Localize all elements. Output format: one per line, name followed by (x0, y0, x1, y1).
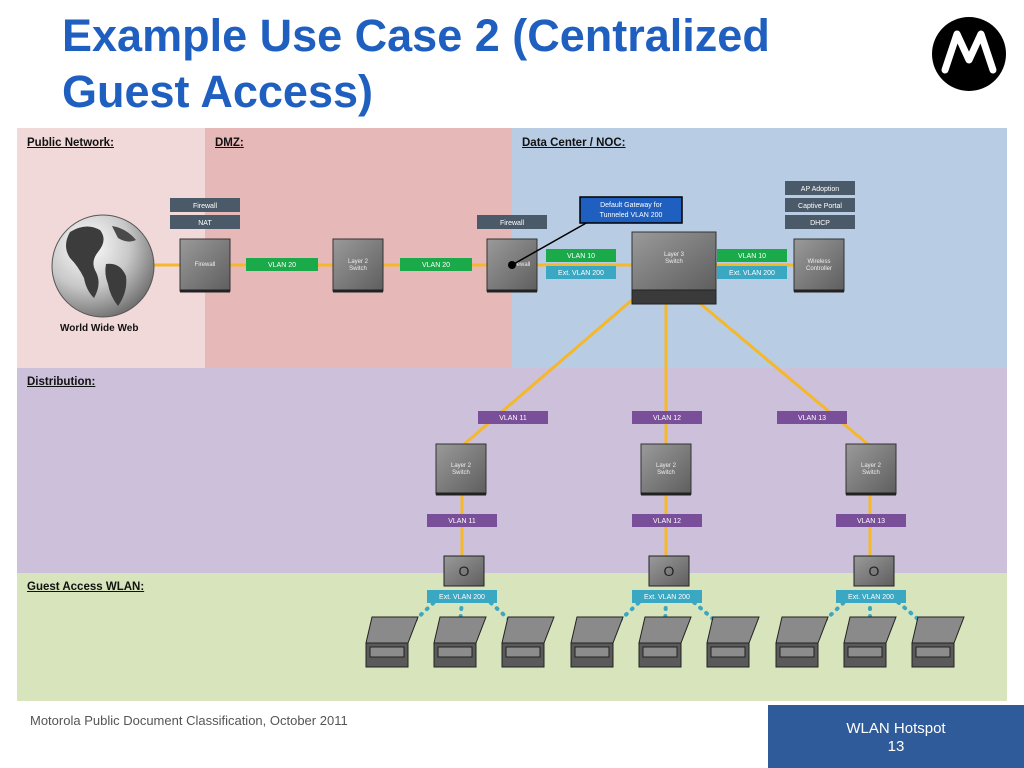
laptop-icon (706, 616, 760, 668)
page-title: Example Use Case 2 (Centralized Guest Ac… (62, 10, 770, 117)
ext-vlan200-a-label: Ext. VLAN 200 (558, 270, 604, 277)
access-point-1-icon (443, 555, 485, 587)
access-point-1-glyph: O (459, 563, 470, 579)
vlan20-a-label: VLAN 20 (268, 262, 296, 269)
vlan10-a-label: VLAN 10 (567, 253, 595, 260)
laptop-icon (843, 616, 897, 668)
footer-section-box: WLAN Hotspot 13 (768, 705, 1024, 768)
vlan13-bottom-label: VLAN 13 (857, 518, 885, 525)
ext-vlan200-ap3-label: Ext. VLAN 200 (848, 594, 894, 601)
public-network-label: Public Network: (27, 137, 114, 149)
laptop-icon (775, 616, 829, 668)
dist-switch-3-icon (845, 443, 897, 496)
globe-caption: World Wide Web (60, 323, 139, 334)
motorola-logo (932, 17, 1006, 91)
firewall-device-icon (179, 238, 231, 293)
dist-switch-2-icon (640, 443, 692, 496)
page-number: 13 (887, 738, 905, 755)
vlan11-bottom-label: VLAN 11 (448, 518, 476, 525)
ext-vlan200-ap2-label: Ext. VLAN 200 (644, 594, 690, 601)
laptop-icon (570, 616, 624, 668)
firewall-device-label: Firewall (195, 262, 216, 268)
laptop-icon (433, 616, 487, 668)
access-point-2-glyph: O (664, 563, 675, 579)
laptop-icon (911, 616, 965, 668)
laptop-icon (501, 616, 555, 668)
ext-vlan200-ap1-label: Ext. VLAN 200 (439, 594, 485, 601)
access-point-2-icon (648, 555, 690, 587)
ap-adoption-badge: AP Adoption (801, 186, 840, 193)
vlan20-b-label: VLAN 20 (422, 262, 450, 269)
vlan11-top-label: VLAN 11 (499, 415, 527, 422)
vlan13-top-label: VLAN 13 (798, 415, 826, 422)
distribution-label: Distribution: (27, 376, 96, 388)
dhcp-badge: DHCP (810, 220, 830, 227)
laptop-icon (365, 616, 419, 668)
data-center-zone (512, 128, 1007, 368)
footer-section: WLAN Hotspot (846, 720, 946, 737)
ext-vlan200-b-label: Ext. VLAN 200 (729, 270, 775, 277)
access-point-3-icon (853, 555, 895, 587)
nat-badge: NAT (198, 220, 212, 227)
globe-icon (51, 214, 155, 318)
vlan12-top-label: VLAN 12 (653, 415, 681, 422)
captive-portal-badge: Captive Portal (798, 203, 842, 210)
vlan10-b-label: VLAN 10 (738, 253, 766, 260)
laptop-icon (638, 616, 692, 668)
firewall-dmz-device-label: Firewall (510, 262, 531, 268)
dmz-label: DMZ: (215, 137, 244, 149)
firewall-badge: Firewall (193, 203, 218, 210)
laptops (365, 616, 965, 668)
access-point-3-glyph: O (869, 563, 880, 579)
layer2-switch-dmz-icon (332, 238, 384, 293)
layer3-switch-icon (631, 231, 717, 305)
vlan12-bottom-label: VLAN 12 (653, 518, 681, 525)
firewall-dmz-badge: Firewall (500, 220, 525, 227)
wireless-controller-icon (793, 238, 845, 293)
data-center-label: Data Center / NOC: (522, 137, 626, 149)
footer-classification: Motorola Public Document Classification,… (30, 713, 348, 728)
guest-wlan-label: Guest Access WLAN: (27, 581, 145, 593)
dist-switch-1-icon (435, 443, 487, 496)
